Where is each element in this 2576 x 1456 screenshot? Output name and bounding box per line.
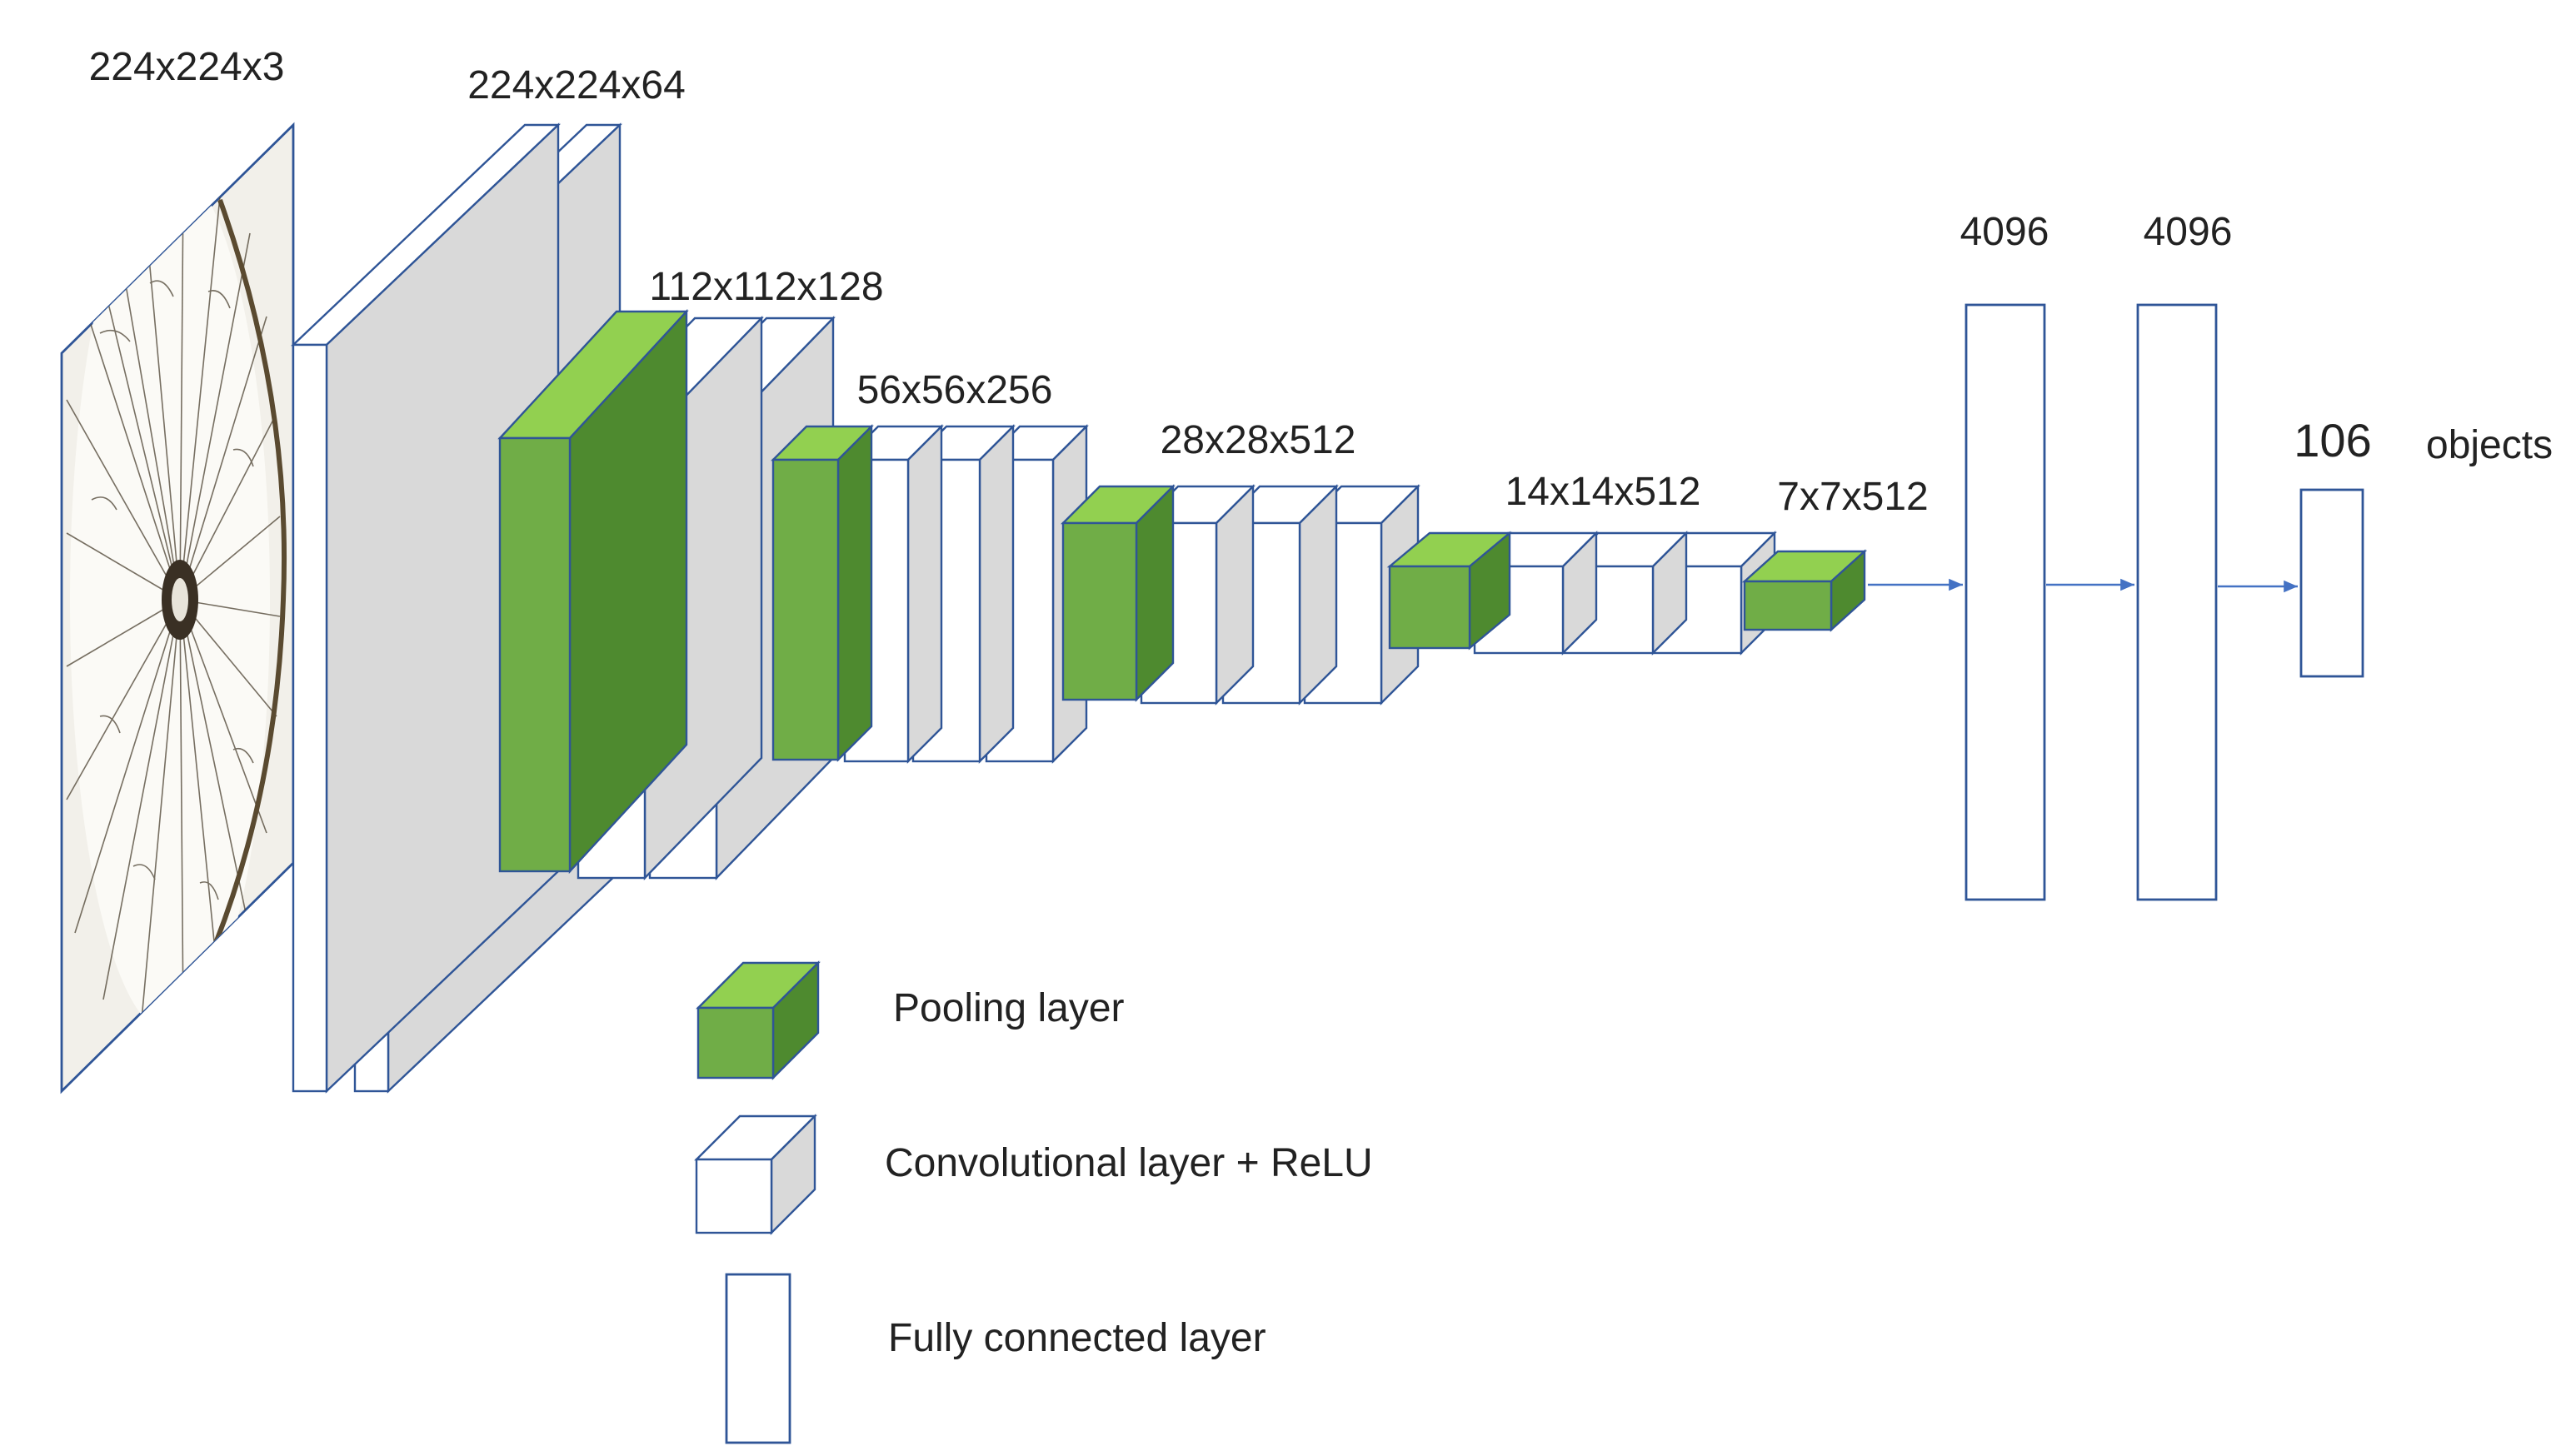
block6-pool: [1741, 549, 1868, 632]
block5-pool: [1386, 531, 1513, 651]
block5: [1386, 531, 1777, 656]
output-objects-label: objects: [2426, 423, 2553, 467]
legend-conv-label: Convolutional layer + ReLU: [885, 1141, 1373, 1185]
block1-size-label: 224x224x64: [467, 63, 686, 107]
block3: [771, 424, 1089, 764]
block2-size-label: 112x112x128: [649, 265, 883, 309]
block4: [1061, 484, 1420, 706]
block3-conv-1: [842, 424, 944, 764]
block6: [1741, 549, 1868, 632]
legend-fc-icon: [725, 1273, 791, 1444]
fc1-layer: [1964, 303, 2046, 901]
block4-pool: [1061, 484, 1176, 702]
input-image: [60, 122, 295, 1094]
block4-size-label: 28x28x512: [1161, 418, 1356, 462]
block3-pool: [771, 424, 874, 762]
legend: Pooling layer Convolutional layer + ReLU…: [694, 960, 1373, 1444]
legend-pooling-label: Pooling layer: [893, 986, 1125, 1030]
fc2-layer: [2136, 303, 2218, 901]
input-size-label: 224x224x3: [89, 45, 285, 89]
block6-size-label: 7x7x512: [1777, 475, 1928, 519]
block2-pool: [497, 308, 689, 875]
block2: [497, 308, 836, 880]
output-size-label: 106: [2294, 414, 2371, 466]
radial-specimen-image: [66, 167, 287, 1033]
output-layer: [2299, 488, 2364, 678]
legend-conv-icon: [694, 1114, 817, 1235]
fc1-size-label: 4096: [1960, 210, 2049, 254]
block5-size-label: 14x14x512: [1505, 470, 1701, 514]
block3-size-label: 56x56x256: [857, 368, 1053, 412]
legend-fc-label: Fully connected layer: [888, 1316, 1266, 1360]
legend-pooling-icon: [696, 960, 821, 1080]
fc2-size-label: 4096: [2144, 210, 2233, 254]
